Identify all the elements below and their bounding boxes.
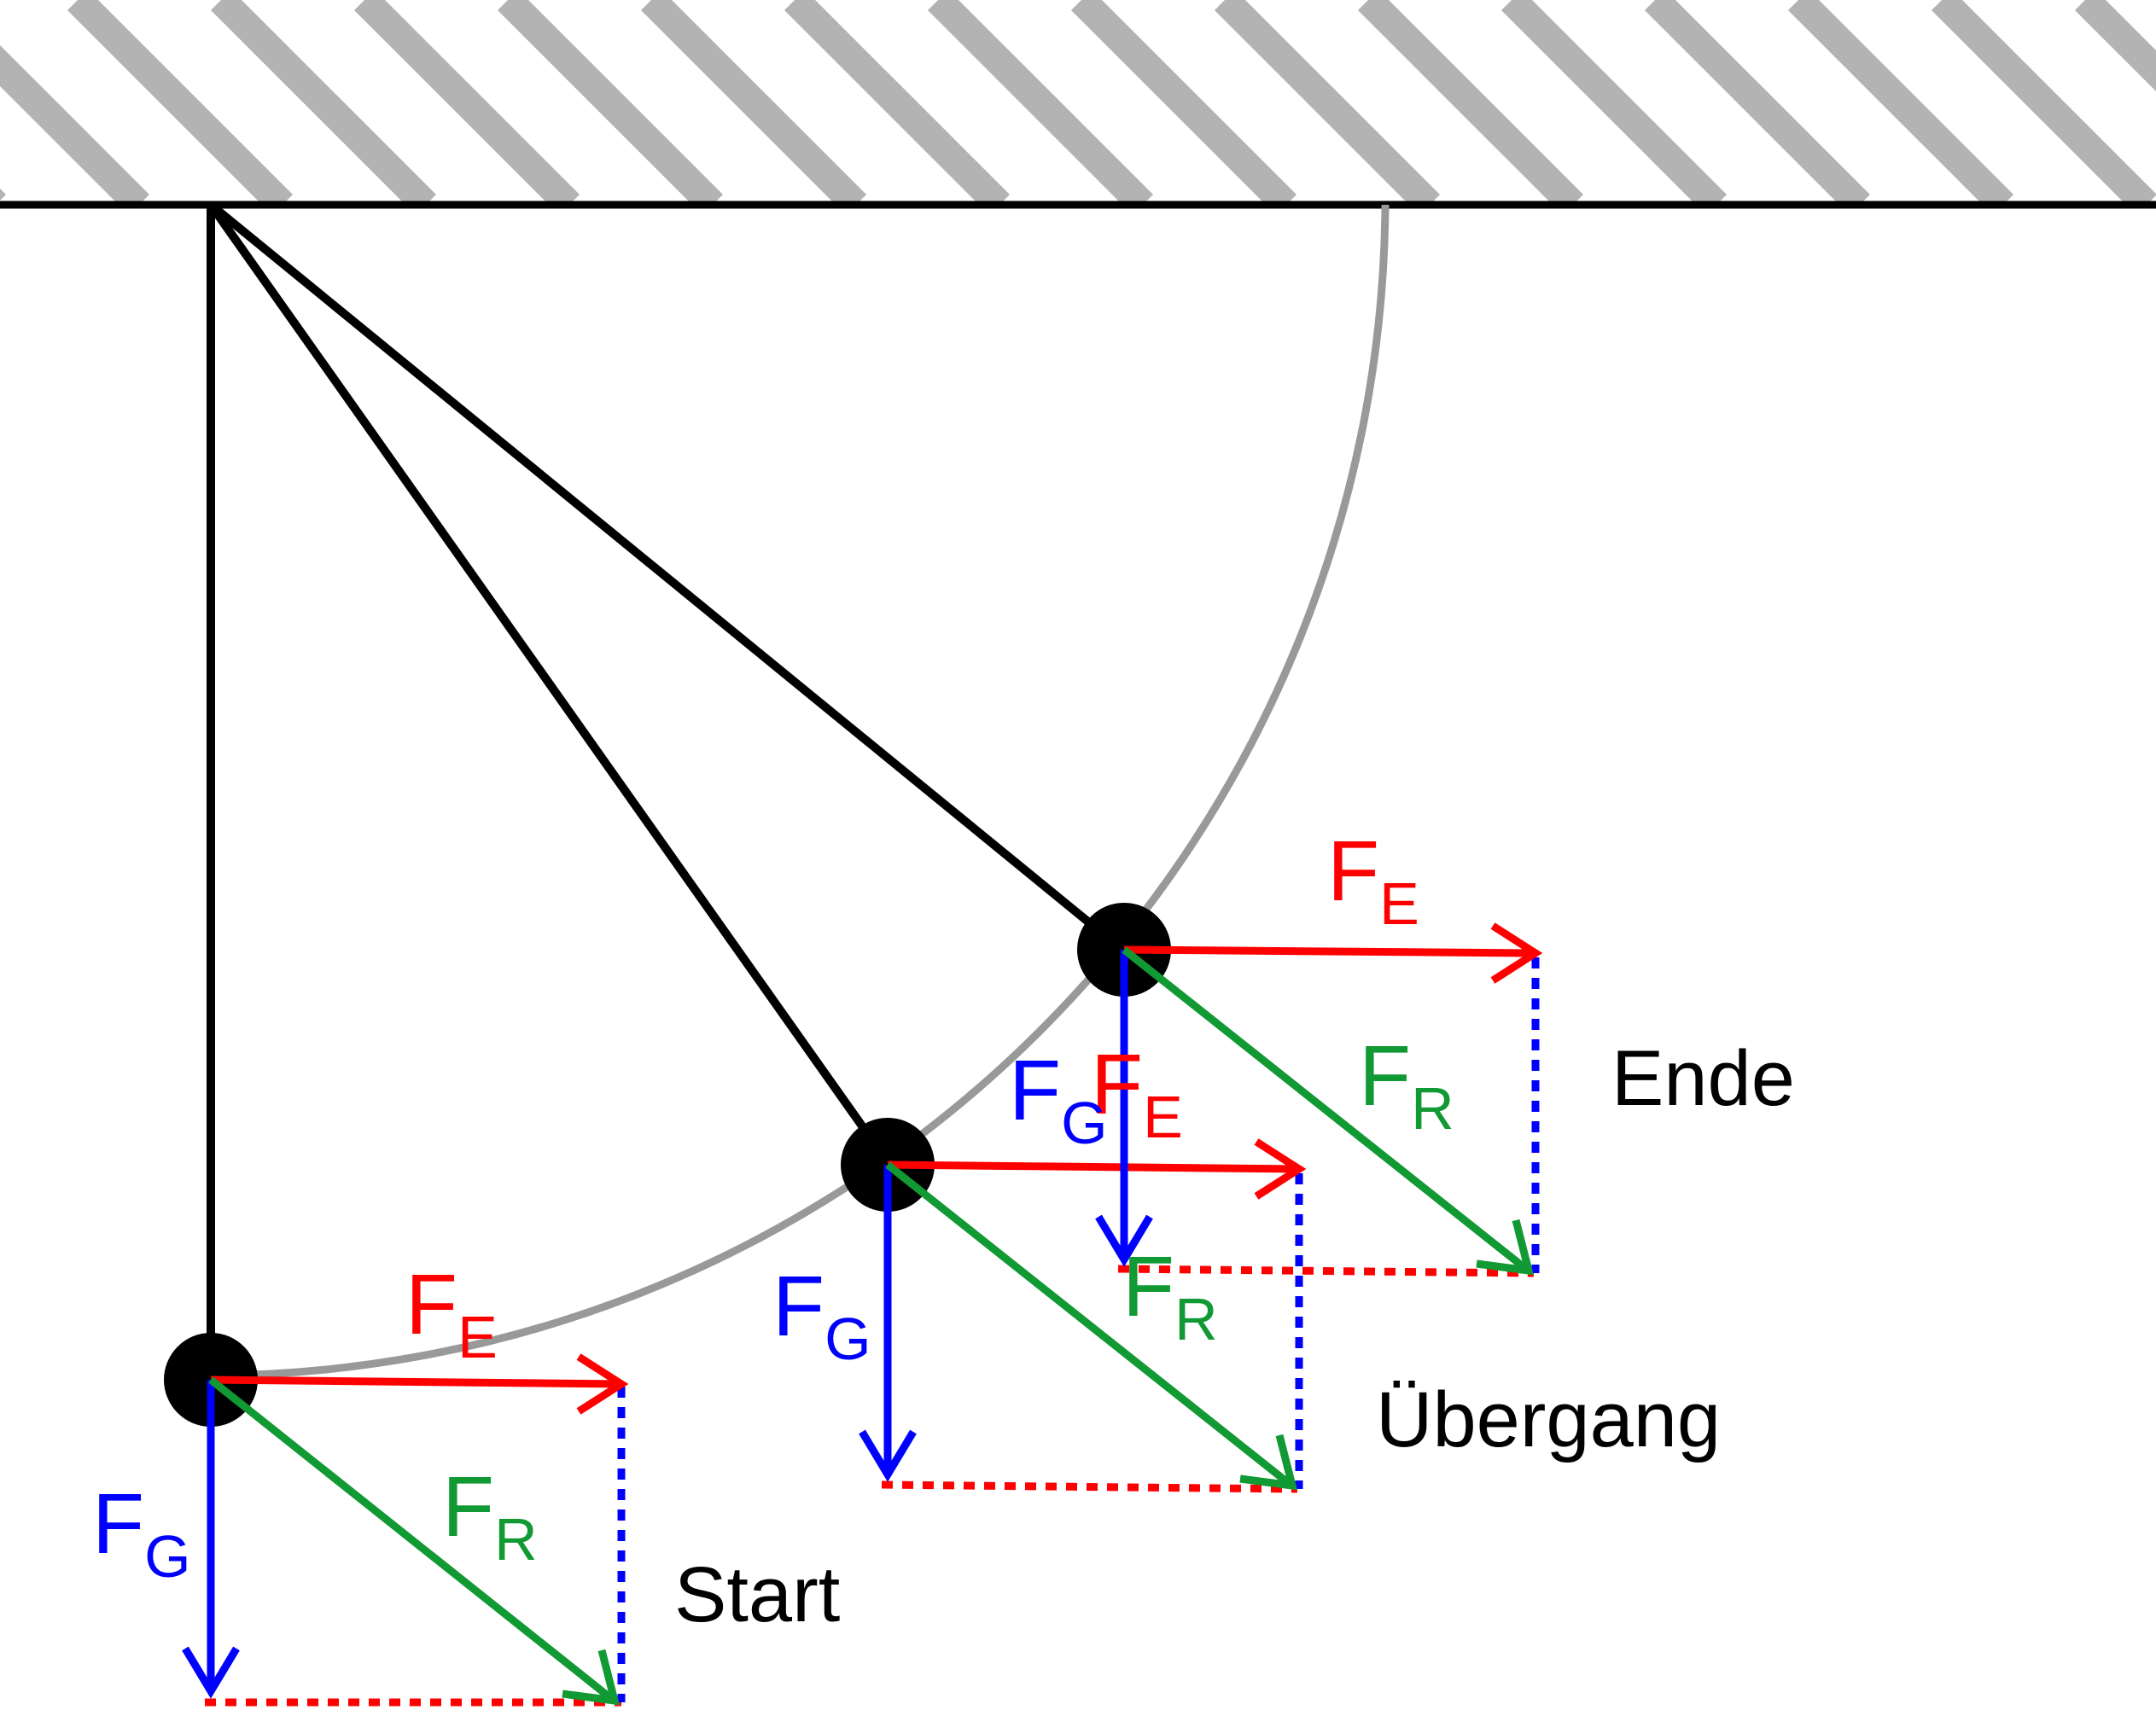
force-set-start [182, 1353, 629, 1707]
resultant-arrowhead [1239, 1434, 1297, 1491]
label-resultant-start: FR [442, 1459, 538, 1573]
label-gravity-uebergang: FG [772, 1259, 871, 1372]
hatch-stripe [1644, 0, 1871, 205]
hatch-stripe [210, 0, 437, 205]
gravity-arrowhead [182, 1646, 240, 1699]
hatch-stripe [2074, 0, 2156, 92]
state-label-uebergang: Übergang [1376, 1376, 1721, 1463]
swing-arc [207, 204, 1390, 1380]
label-gravity-ende: FG [1009, 1043, 1108, 1156]
label-electric-ende: FE [1327, 823, 1419, 937]
electric-arrow [887, 1160, 1300, 1173]
electric-arrowhead [576, 1353, 629, 1415]
hatch-stripe [1787, 0, 2014, 205]
force-set-uebergang [859, 1138, 1307, 1493]
string-ende [207, 201, 1126, 953]
hatch-stripe [353, 0, 580, 205]
ceiling [0, 0, 2156, 209]
hatch-stripe [1500, 0, 1728, 205]
label-resultant-ende: FR [1359, 1028, 1454, 1142]
hatch-stripe [497, 0, 724, 205]
electric-arrowhead [1254, 1138, 1307, 1200]
string-uebergang [207, 202, 892, 1165]
gravity-arrowhead [1095, 1214, 1153, 1267]
hatch-stripe [1214, 0, 1441, 205]
resultant-arrowhead [1476, 1219, 1534, 1276]
resultant-arrow [208, 1376, 615, 1703]
hatch-stripe [784, 0, 1011, 205]
label-resultant-uebergang: FR [1122, 1239, 1218, 1352]
hatch-stripe [1357, 0, 1584, 205]
hatch-stripe [1931, 0, 2156, 205]
hatch-stripe [1070, 0, 1297, 205]
force-set-ende [1095, 922, 1543, 1277]
hatch-stripe [67, 0, 294, 205]
state-label-ende: Ende [1611, 1035, 1795, 1122]
hatch-stripe [640, 0, 867, 205]
ceiling-hatching [0, 0, 2156, 205]
electric-arrow [210, 1376, 622, 1388]
label-electric-uebergang: FE [1091, 1037, 1183, 1150]
dotted-helper-horizontal [881, 1480, 1298, 1493]
electric-arrow [1123, 945, 1536, 957]
label-gravity-start: FG [92, 1476, 191, 1590]
resultant-arrow [885, 1161, 1293, 1488]
resultant-arrowhead [562, 1649, 620, 1706]
hatch-stripe [0, 44, 150, 205]
gravity-arrowhead [859, 1429, 917, 1482]
electric-arrowhead [1490, 922, 1543, 984]
dotted-helper-horizontal [1117, 1265, 1535, 1277]
label-electric-start: FE [405, 1257, 498, 1370]
hatch-stripe [927, 0, 1154, 205]
resultant-arrow [1122, 946, 1530, 1273]
pendulum-strings [207, 201, 1126, 1376]
state-label-start: Start [674, 1551, 840, 1638]
